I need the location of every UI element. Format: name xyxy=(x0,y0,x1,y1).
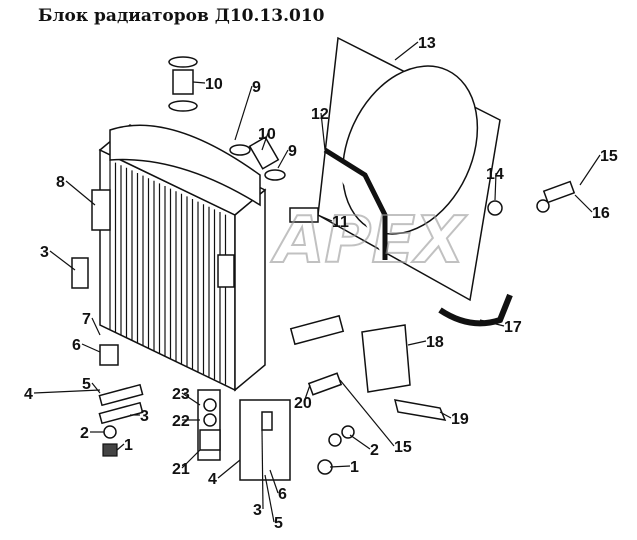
part-number-label: 15 xyxy=(394,439,412,456)
leader-line xyxy=(261,132,269,151)
part-number-label: 7 xyxy=(82,311,91,328)
leader-line xyxy=(49,250,76,271)
leader-line xyxy=(81,343,101,353)
leader-line xyxy=(277,149,289,169)
leader-line xyxy=(349,434,371,450)
leader-line xyxy=(320,112,326,151)
leader-line xyxy=(33,389,101,394)
leader-line xyxy=(574,194,593,213)
part-number-label: 12 xyxy=(311,106,329,123)
part-number-label: 5 xyxy=(274,515,283,532)
leader-line xyxy=(439,411,452,419)
leader-line xyxy=(269,469,279,494)
part-number-label: 18 xyxy=(426,334,444,351)
part-number-label: 16 xyxy=(592,205,610,222)
part-number-label: 3 xyxy=(40,244,49,261)
diagram-title: Блок радиаторов Д10.13.010 xyxy=(38,6,325,26)
part-number-label: 13 xyxy=(418,35,436,52)
leader-line xyxy=(479,319,505,327)
radiator-core xyxy=(91,124,267,392)
part-number-label: 1 xyxy=(350,459,359,476)
leader-line xyxy=(181,392,201,406)
fan-shroud xyxy=(317,36,501,302)
leader-line xyxy=(579,154,601,186)
watermark: APEX xyxy=(270,204,467,278)
part-number-label: 5 xyxy=(82,376,91,393)
part-number-label: 6 xyxy=(72,337,81,354)
part-number-label: 2 xyxy=(370,442,379,459)
leader-line xyxy=(407,340,427,346)
part-number-label: 15 xyxy=(600,148,618,165)
part-number-label: 23 xyxy=(172,386,190,403)
part-number-label: 2 xyxy=(80,425,89,442)
leader-line xyxy=(65,180,96,206)
leader-line xyxy=(303,384,311,403)
leader-line xyxy=(181,449,201,469)
part-number-label: 1 xyxy=(124,437,133,454)
leader-line xyxy=(91,317,101,336)
part-number-label: 8 xyxy=(56,174,65,191)
leader-line xyxy=(192,81,206,84)
part-number-label: 21 xyxy=(172,461,190,478)
part-number-label: 3 xyxy=(253,502,262,519)
part-number-label: 3 xyxy=(140,408,149,425)
part-number-label: 4 xyxy=(208,471,217,488)
hoses-and-clamps xyxy=(71,56,576,481)
part-number-label: 10 xyxy=(258,126,276,143)
part-number-label: 4 xyxy=(24,386,33,403)
leader-line xyxy=(261,429,264,510)
leader-line xyxy=(217,459,241,479)
leader-line xyxy=(264,474,275,523)
part-number-label: 22 xyxy=(172,413,190,430)
part-number-label: 9 xyxy=(252,79,261,96)
leader-line xyxy=(329,465,351,468)
leader-line xyxy=(234,85,253,141)
part-number-label: 11 xyxy=(332,214,349,231)
part-number-label: 20 xyxy=(294,395,312,412)
leader-line xyxy=(91,382,101,394)
leader-line xyxy=(317,214,333,222)
leader-line xyxy=(494,172,497,201)
leader-line xyxy=(339,379,395,447)
leader-line xyxy=(394,41,419,61)
part-number-label: 10 xyxy=(205,76,223,93)
part-number-label: 9 xyxy=(288,143,297,160)
part-number-label: 19 xyxy=(451,411,469,428)
part-number-label: 6 xyxy=(278,486,287,503)
leader-line xyxy=(116,443,125,451)
part-number-label: 17 xyxy=(504,319,522,336)
part-number-label: 14 xyxy=(486,166,504,183)
